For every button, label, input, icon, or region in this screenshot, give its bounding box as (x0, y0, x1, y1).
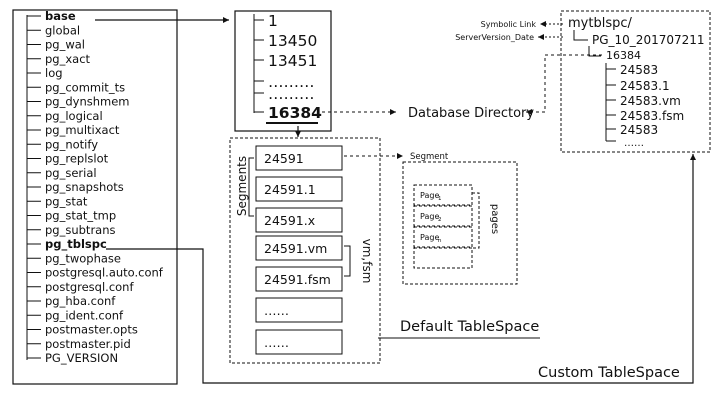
pgdata-entry-log: log (45, 66, 63, 80)
page-label: Page (420, 191, 439, 200)
pgdata-entry-pg-subtrans: pg_subtrans (45, 223, 116, 237)
page-subscript: n (438, 238, 442, 244)
pgdata-entry-pg-replslot: pg_replslot (45, 152, 109, 166)
pgdata-entry-pg-commit-ts: pg_commit_ts (45, 80, 125, 94)
page-box (413, 247, 473, 269)
pgdata-entry-pg-logical: pg_logical (45, 109, 103, 123)
custom-tablespace-label: Custom TableSpace (538, 365, 680, 381)
pgdata-entry-pg-xact: pg_xact (45, 52, 91, 66)
pgdata-entry-pg-hba-conf: pg_hba.conf (45, 294, 116, 308)
segment-file-box (255, 266, 343, 292)
tablespace-tree-level2 (588, 46, 601, 57)
pgdata-entry-pg-stat: pg_stat (45, 194, 88, 208)
base-entry-1: 1 (268, 12, 278, 30)
database-directory-label: Database Directory (408, 106, 534, 121)
pgdata-entry-postgresql-auto-conf: postgresql.auto.conf (45, 266, 164, 280)
segment-file-box (255, 235, 343, 261)
base-entry-item: ……… (268, 85, 315, 103)
tablespace-tree-level1 (573, 30, 588, 41)
segments-title: Segments (235, 156, 249, 216)
tablespace-entry-24583-fsm: 24583.fsm (620, 109, 684, 123)
pgdata-entry-pg-dynshmem: pg_dynshmem (45, 95, 130, 109)
tablespace-entry-24583-1: 24583.1 (620, 79, 670, 93)
segment-file-24591-vm: 24591.vm (264, 241, 327, 256)
page-box (413, 184, 473, 206)
segment-file-24591-1: 24591.1 (264, 182, 316, 197)
server-version-date-label: ServerVersion_Date (455, 33, 534, 42)
segments-container (229, 137, 381, 364)
pgdata-entry-postmaster-opts: postmaster.opts (45, 323, 138, 337)
symbolic-link-label: Symbolic Link (481, 20, 537, 29)
pgdata-entry-pg-tblspc: pg_tblspc (45, 237, 107, 252)
custom-tablespace-link (106, 154, 696, 384)
tablespace-entry-24583: 24583 (620, 123, 658, 137)
pgdata-entry-pg-serial: pg_serial (45, 166, 97, 180)
base-entry-13450: 13450 (268, 32, 317, 50)
tablespace-entry-item: …… (624, 138, 644, 149)
tablespace-entry-24583: 24583 (620, 63, 658, 77)
segment-file-box (255, 145, 343, 171)
pgdata-entry-pg-version: PG_VERSION (45, 351, 118, 365)
page-box (413, 205, 473, 227)
pgdata-entry-pg-notify: pg_notify (45, 137, 98, 151)
tablespace-entry-mytblspc: mytblspc/ (568, 16, 632, 31)
pgdata-entry-pg-wal: pg_wal (45, 38, 85, 52)
pgdata-entry-pg-snapshots: pg_snapshots (45, 180, 124, 194)
pgdata-entry-postgresql-conf: postgresql.conf (45, 280, 134, 294)
pgdata-entry-pg-twophase: pg_twophase (45, 251, 121, 265)
base-entry-16384: 16384 (268, 104, 322, 122)
vm-fsm-bracket (344, 245, 351, 277)
segment-file-box (255, 207, 343, 233)
page-subscript: 1 (438, 196, 442, 202)
tablespace-entry-pg-10-201707211: PG_10_201707211 (592, 33, 705, 47)
segment-file-24591-x: 24591.x (264, 213, 315, 228)
segment-file-box (255, 297, 343, 323)
tablespace-entry-24583-vm: 24583.vm (620, 94, 681, 108)
vm-fsm-title: vm,fsm (360, 239, 374, 284)
default-tablespace-label: Default TableSpace (400, 319, 539, 335)
page-box (413, 226, 473, 248)
base-directory-box (234, 10, 332, 132)
pgdata-entry-list: baseglobalpg_walpg_xactlogpg_commit_tspg… (27, 9, 164, 365)
base-entry-item: ……… (268, 73, 315, 91)
segment-file-box (255, 329, 343, 355)
pages-bracket (472, 192, 480, 249)
tablespace-entry-list: mytblspc/PG_10_201707211163842458324583.… (568, 16, 705, 149)
pages-container (402, 161, 518, 285)
pgdata-entry-base: base (45, 9, 76, 23)
tablespace-db-link (526, 54, 602, 115)
segment-file-item: …… (264, 335, 289, 350)
tablespace-entry-16384: 16384 (606, 49, 641, 62)
segments-bracket (248, 157, 254, 217)
segment-file-box (255, 176, 343, 202)
pgdata-entry-pg-multixact: pg_multixact (45, 123, 120, 137)
pgdata-entry-pg-ident-conf: pg_ident.conf (45, 308, 124, 322)
pgdata-entry-global: global (45, 23, 80, 37)
pgdata-directory-box (12, 9, 178, 385)
pgdata-entry-pg-stat-tmp: pg_stat_tmp (45, 209, 116, 223)
base-entry-13451: 13451 (268, 52, 317, 70)
pgdata-entry-postmaster-pid: postmaster.pid (45, 337, 131, 351)
pages-title: pages (489, 204, 500, 234)
page-label: Page (420, 233, 439, 242)
segment-label: Segment (410, 152, 449, 162)
segment-file-24591: 24591 (264, 151, 304, 166)
segment-file-list: 24591 24591.1 24591.x 24591.vm 24591.fsm …… …… (255, 145, 343, 355)
page-subscript: 2 (438, 217, 442, 223)
page-label: Page (420, 212, 439, 221)
segment-file-24591-fsm: 24591.fsm (264, 272, 331, 287)
segment-file-item: …… (264, 303, 289, 318)
